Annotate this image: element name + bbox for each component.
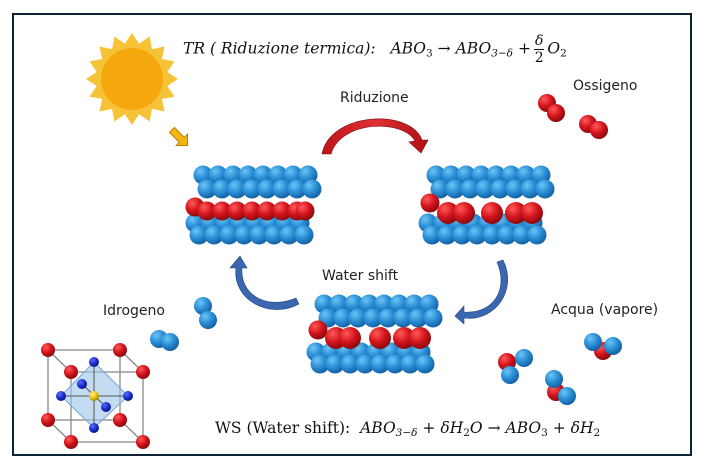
oxide-atom-blue [287, 179, 307, 199]
oxide-atom-blue [445, 179, 465, 199]
oxide-atom-blue [460, 179, 480, 199]
oxide-atom-blue [348, 308, 368, 328]
oxygen-molecule [538, 94, 565, 122]
oxygen-atom-red [242, 201, 262, 221]
oxide-atom-blue [475, 179, 495, 199]
label-water-vapor: Acqua (vapore) [551, 302, 659, 318]
oxide-atom-blue [482, 225, 502, 245]
oxygen-atom-red [212, 201, 232, 221]
oxygen-atom-red [521, 202, 543, 224]
oxide-slab-water-shift [306, 294, 443, 374]
label-hydrogen: Idrogeno [103, 303, 165, 319]
oxygen-atom-red [257, 201, 277, 221]
oxygen-atom-red [505, 202, 527, 224]
oxide-atom-blue [437, 225, 457, 245]
oxide-atom-blue [257, 179, 277, 199]
oxide-atom-blue [535, 179, 555, 199]
water-molecule [584, 333, 622, 360]
oxide-atom-blue [385, 354, 405, 374]
oxide-atom-blue [400, 354, 420, 374]
oxide-atom-blue [527, 225, 547, 245]
oxygen-atom-red [453, 202, 475, 224]
thermal-reduction-equation: TR ( Riduzione termica): ABO3 → ABO3−δ +… [183, 33, 567, 66]
oxide-atom-blue [197, 179, 217, 199]
water-molecule [498, 349, 533, 384]
oxide-atom-blue [452, 225, 472, 245]
arrow-down-right-icon [168, 126, 188, 146]
oxygen-molecule [579, 115, 608, 139]
oxide-atom-blue [490, 179, 510, 199]
oxide-atom-blue [333, 308, 353, 328]
oxide-atom-blue [279, 225, 299, 245]
oxide-atom-blue [512, 225, 532, 245]
oxygen-atom-red [295, 201, 315, 221]
oxygen-atom-red [339, 327, 361, 349]
oxide-slab-reduced [418, 165, 555, 245]
oxygen-atom-red [197, 201, 217, 221]
oxide-atom-blue [355, 354, 375, 374]
oxide-atom-blue [302, 179, 322, 199]
oxide-atom-blue [520, 179, 540, 199]
oxide-atom-blue [423, 308, 443, 328]
oxide-atom-blue [212, 179, 232, 199]
oxygen-atom-red [409, 327, 431, 349]
perovskite-unit-cell-icon [41, 343, 150, 449]
oxide-atom-blue [204, 225, 224, 245]
oxide-atom-blue [340, 354, 360, 374]
label-water-shift: Water shift [322, 268, 399, 284]
oxide-atom-blue [505, 179, 525, 199]
oxygen-atom-red [308, 320, 328, 340]
oxide-atom-blue [408, 308, 428, 328]
oxide-atom-blue [310, 354, 330, 374]
oxygen-atom-red [420, 193, 440, 213]
oxygen-atom-red [227, 201, 247, 221]
oxide-atom-blue [227, 179, 247, 199]
oxygen-atom-red [272, 201, 292, 221]
curved-arrow-blue-icon [454, 259, 508, 325]
oxygen-atom-red [437, 202, 459, 224]
label-oxygen: Ossigeno [573, 78, 638, 94]
oxide-atom-blue [415, 354, 435, 374]
oxygen-atom-red [369, 327, 391, 349]
oxide-atom-blue [294, 225, 314, 245]
curved-arrow-red-icon [321, 118, 429, 155]
oxide-atom-blue [325, 354, 345, 374]
oxygen-atom-red [393, 327, 415, 349]
oxide-atom-blue [242, 179, 262, 199]
label-reduction: Riduzione [340, 90, 409, 106]
oxide-atom-blue [219, 225, 239, 245]
oxide-atom-blue [249, 225, 269, 245]
oxide-atom-blue [467, 225, 487, 245]
oxide-atom-blue [393, 308, 413, 328]
water-shift-equation: WS (Water shift): ABO3−δ + δH2O → ABO3 +… [215, 419, 601, 439]
oxide-atom-blue [189, 225, 209, 245]
curved-arrow-blue-icon [229, 255, 300, 310]
hydrogen-molecule [194, 297, 217, 329]
oxide-atom-blue [370, 354, 390, 374]
oxygen-atom-red [481, 202, 503, 224]
oxide-atom-blue [430, 179, 450, 199]
oxide-atom-blue [497, 225, 517, 245]
oxide-atom-blue [272, 179, 292, 199]
water-molecule [545, 370, 576, 405]
oxide-atom-blue [363, 308, 383, 328]
sun-icon [86, 33, 178, 125]
oxide-atom-blue [234, 225, 254, 245]
oxide-slab-oxidized [185, 165, 322, 245]
hydrogen-molecule [150, 330, 179, 351]
oxide-atom-blue [378, 308, 398, 328]
oxide-atom-blue [422, 225, 442, 245]
oxide-atom-blue [264, 225, 284, 245]
